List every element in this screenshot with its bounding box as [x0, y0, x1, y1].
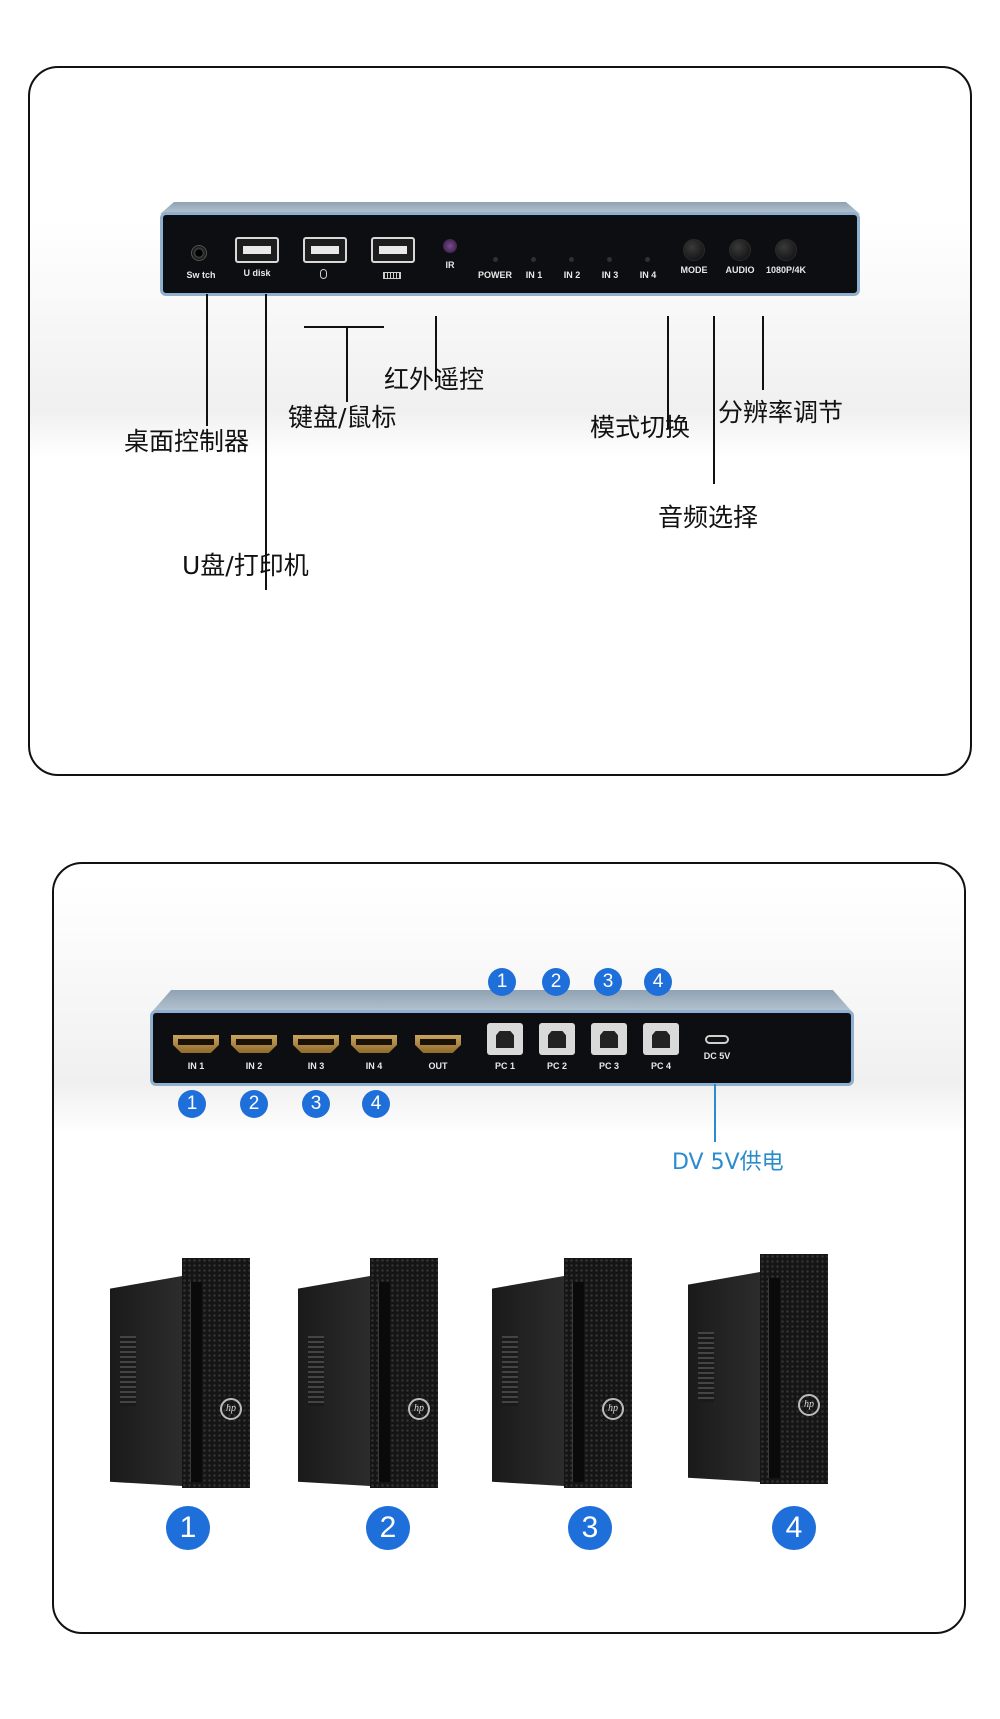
computer-4: hp — [688, 1254, 828, 1484]
computer-1: hp — [110, 1258, 250, 1488]
hdmi-port-badge-2: 2 — [240, 1090, 268, 1118]
ir-receiver — [443, 239, 457, 253]
hdmi-in2-port[interactable] — [231, 1035, 277, 1053]
hdmi-in4-label: IN 4 — [365, 1061, 383, 1071]
hdmi-port-badge-4: 4 — [362, 1090, 390, 1118]
mode-label: MODE — [680, 265, 708, 275]
dc-label: DC 5V — [703, 1051, 731, 1061]
callout-line-resolution — [762, 316, 764, 390]
in4-led — [645, 257, 650, 262]
audio-button[interactable] — [729, 239, 751, 261]
computer-badge-1: 1 — [166, 1506, 210, 1550]
desktop-controller-callout: 桌面控制器 — [124, 427, 250, 456]
usb-port-mouse[interactable] — [303, 237, 347, 263]
pc2-label: PC 2 — [546, 1061, 567, 1071]
usb-port-keyboard[interactable] — [371, 237, 415, 263]
callout-line-ir — [435, 316, 437, 382]
back-panel-frame: IN 1 IN 2 IN 3 IN 4 OUT PC 1 PC 2 PC 3 P… — [52, 862, 966, 1634]
dc-power-callout: DV 5V供电 — [672, 1150, 784, 1175]
hdmi-out-label: OUT — [428, 1061, 448, 1071]
usb-b-pc1-port[interactable] — [487, 1023, 523, 1055]
hdmi-port-badge-3: 3 — [302, 1090, 330, 1118]
callout-line-udisk — [265, 294, 267, 590]
computer-badge-3: 3 — [568, 1506, 612, 1550]
hp-logo-icon: hp — [220, 1398, 242, 1420]
pc-port-badge-4: 4 — [644, 968, 672, 996]
audio-label: AUDIO — [725, 265, 755, 275]
in1-led — [531, 257, 536, 262]
callout-line-audio — [713, 316, 715, 484]
usb-c-power-port[interactable] — [705, 1035, 729, 1044]
hdmi-in2-label: IN 2 — [245, 1061, 263, 1071]
power-led — [493, 257, 498, 262]
pc1-label: PC 1 — [494, 1061, 515, 1071]
computer-2: hp — [298, 1258, 438, 1488]
in2-led — [569, 257, 574, 262]
power-label: POWER — [477, 270, 512, 280]
in3-led — [607, 257, 612, 262]
keyboard-mouse-callout: 键盘/鼠标 — [288, 403, 397, 432]
hdmi-in4-port[interactable] — [351, 1035, 397, 1053]
mode-switch-callout: 模式切换 — [590, 413, 691, 442]
pc-port-badge-2: 2 — [542, 968, 570, 996]
hp-logo-icon: hp — [602, 1398, 624, 1420]
switch-port-label: Sw tch — [186, 270, 216, 280]
usb-port-udisk[interactable] — [235, 237, 279, 263]
in1-label: IN 1 — [525, 270, 543, 280]
usb-b-pc3-port[interactable] — [591, 1023, 627, 1055]
udisk-port-label: U disk — [243, 268, 271, 278]
callout-line-controller — [206, 294, 208, 426]
callout-line-mode — [667, 316, 669, 428]
usb-b-pc2-port[interactable] — [539, 1023, 575, 1055]
ir-remote-callout: 红外遥控 — [384, 365, 485, 394]
usb-b-pc4-port[interactable] — [643, 1023, 679, 1055]
pc-port-badge-1: 1 — [488, 968, 516, 996]
udisk-printer-callout: U盘/打印机 — [182, 551, 309, 580]
in3-label: IN 3 — [601, 270, 619, 280]
audio-select-callout: 音频选择 — [658, 503, 759, 532]
mouse-icon — [320, 269, 327, 279]
hdmi-in3-port[interactable] — [293, 1035, 339, 1053]
hdmi-out-port[interactable] — [415, 1035, 461, 1053]
pc3-label: PC 3 — [598, 1061, 619, 1071]
resolution-label: 1080P/4K — [765, 265, 807, 275]
dc-callout-line — [714, 1084, 716, 1142]
ir-label: IR — [445, 260, 455, 270]
front-panel-frame: Sw tch U disk IR POWER IN 1 IN 2 IN 3 IN… — [28, 66, 972, 776]
callout-bracket-kbm — [304, 326, 384, 328]
hdmi-in1-label: IN 1 — [187, 1061, 205, 1071]
in2-label: IN 2 — [563, 270, 581, 280]
computer-badge-4: 4 — [772, 1506, 816, 1550]
pc4-label: PC 4 — [650, 1061, 671, 1071]
mode-button[interactable] — [683, 239, 705, 261]
pc-port-badge-3: 3 — [594, 968, 622, 996]
hdmi-in1-port[interactable] — [173, 1035, 219, 1053]
keyboard-icon — [383, 272, 401, 279]
hp-logo-icon: hp — [798, 1394, 820, 1416]
callout-line-kbm — [346, 326, 348, 402]
computer-badge-2: 2 — [366, 1506, 410, 1550]
hp-logo-icon: hp — [408, 1398, 430, 1420]
computer-3: hp — [492, 1258, 632, 1488]
resolution-button[interactable] — [775, 239, 797, 261]
desktop-controller-jack[interactable] — [191, 245, 207, 261]
in4-label: IN 4 — [639, 270, 657, 280]
hdmi-in3-label: IN 3 — [307, 1061, 325, 1071]
resolution-callout: 分辨率调节 — [718, 398, 844, 427]
hdmi-port-badge-1: 1 — [178, 1090, 206, 1118]
